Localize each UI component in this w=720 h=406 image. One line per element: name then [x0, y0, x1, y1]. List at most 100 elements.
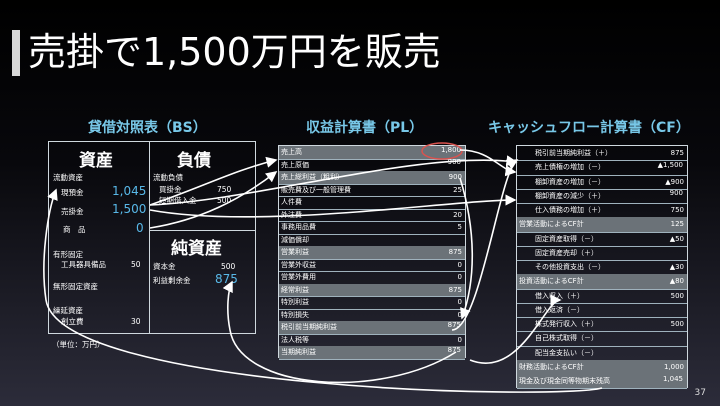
pl-row: 税引前当期純利益 875	[279, 321, 465, 335]
pl-row-label: 人件費	[281, 198, 302, 207]
pl-row: 当期純利益 875	[279, 346, 465, 360]
cf-row: 投資活動によるCF計 ▲80	[517, 274, 687, 290]
title-accent-bar	[12, 30, 20, 76]
pl-row-label: 特別利益	[281, 298, 309, 307]
cf-row-label: 固定資産取得（－）	[535, 234, 598, 243]
pl-row: 営業外収益 0	[279, 259, 465, 272]
cf-row: 自己株式取得（－）	[517, 331, 687, 347]
bs-founding-label: 創立費	[61, 317, 84, 326]
bs-goods-value: 0	[136, 221, 144, 235]
pl-row-label: 法人税等	[281, 335, 309, 344]
cf-row-label: 自己株式取得（－）	[535, 334, 598, 343]
pl-row: 売上総利益（粗利）900	[279, 171, 465, 185]
pl-row-value: 5	[457, 223, 462, 232]
bs-cash-value: 1,045	[112, 184, 147, 198]
arrow-down-pl	[459, 177, 474, 320]
cf-row: 株式発行収入（＋） 500	[517, 317, 687, 333]
pl-row-value: 0	[457, 260, 462, 269]
pl-row-label: 外注費	[281, 210, 302, 219]
cf-row-label: 固定資産売却（＋）	[535, 248, 598, 257]
bs-assets-header: 資産	[79, 151, 113, 171]
pl-row-value: 875	[448, 248, 462, 257]
cf-row-value: ▲1,500	[657, 160, 683, 169]
sales-highlight-circle	[421, 142, 463, 160]
cf-heading: キャッシュフロー計算書（CF）	[488, 120, 690, 136]
cf-row-label: 配当金支払い（－）	[535, 348, 598, 357]
bs-liabilities-header: 負債	[177, 151, 211, 171]
bs-equipment-value: 50	[131, 260, 141, 269]
bs-payable-label: 買掛金	[159, 185, 182, 194]
bs-divider-vertical	[149, 142, 150, 333]
bs-current-assets: 流動資産	[53, 173, 83, 182]
pl-row-label: 税引前当期純利益	[281, 323, 337, 332]
pl-row: 経常利益 875	[279, 283, 465, 297]
cf-row: 売上債権の増加（－）▲1,500	[517, 160, 687, 176]
pl-row-value: 25	[453, 185, 462, 194]
pl-row-value: 900	[447, 158, 461, 167]
cf-row-value: 1,000	[663, 362, 684, 371]
bs-founding-value: 30	[131, 317, 141, 326]
pl-row-value: 875	[447, 320, 461, 329]
bs-unit-note: （単位：万円）	[52, 340, 105, 349]
pl-row: 特別利益 0	[279, 296, 465, 310]
cf-row: 税引前当期純利益（＋）875	[517, 146, 687, 162]
bs-payable-value: 750	[217, 185, 232, 194]
cf-row-label: 仕入債務の増加（＋）	[535, 206, 605, 215]
cf-row-label: 借入返済（－）	[535, 305, 584, 314]
cf-row-label: 棚卸資産の減少（＋）	[535, 191, 605, 200]
bs-deferred: 繰延資産	[53, 306, 83, 315]
cf-row-value: ▲80	[669, 277, 684, 286]
pl-row-value: 0	[457, 273, 462, 282]
cf-row-value: 900	[669, 189, 683, 198]
cf-row-value: ▲900	[665, 177, 684, 186]
cf-row: 固定資産売却（＋）	[517, 246, 687, 261]
cf-row-value: 500	[670, 320, 684, 329]
pl-row: 販売費及び一般管理費 25	[279, 184, 465, 197]
cf-row: 棚卸資産の増加（－）▲900	[517, 175, 687, 190]
cf-row: 棚卸資産の減少（＋） 900	[517, 189, 687, 204]
pl-row-label: 販売費及び一般管理費	[281, 185, 351, 194]
cf-row: 固定資産取得（－） ▲50	[517, 232, 687, 247]
cf-row-value: 500	[670, 291, 684, 300]
pl-row-label: 経常利益	[281, 285, 309, 294]
bs-receivable-label: 売掛金	[61, 207, 84, 216]
pl-row-value: 900	[448, 173, 462, 182]
pl-row-label: 営業外収益	[281, 260, 316, 269]
pl-row: 外注費 20	[279, 209, 465, 222]
pl-row-label: 事務用品費	[281, 223, 316, 232]
pl-row-label: 減価償却	[281, 235, 309, 244]
bs-cash-label: 現預金	[61, 188, 84, 197]
cf-row-label: 投資活動によるCF計	[519, 277, 584, 286]
pl-row-value: 875	[448, 285, 462, 294]
pl-row: 人件費	[279, 196, 465, 210]
cf-row-value: 125	[670, 220, 684, 229]
pl-row-value: 20	[453, 210, 462, 219]
pl-row-label: 当期純利益	[281, 348, 316, 357]
arrow-cash-to-bs	[43, 188, 603, 393]
bs-intangible: 無形固定資産	[53, 282, 98, 291]
cf-row-label: 現金及び現金同等物期末残高	[519, 377, 610, 386]
arrow-pretax-to-cf	[451, 159, 519, 331]
pl-row: 営業利益 875	[279, 246, 465, 260]
bs-table: 資産 負債 流動資産 現預金 1,045 売掛金 1,500 商 品 0 有形固…	[48, 141, 256, 334]
cf-row-label: 税引前当期純利益（＋）	[535, 149, 612, 158]
cf-row-value: ▲50	[669, 234, 684, 243]
cf-row: 借入返済（－）	[517, 303, 687, 318]
bs-net-assets-header: 純資産	[171, 239, 222, 259]
bs-divider-horizontal	[149, 230, 255, 231]
pl-row-label: 特別損失	[281, 310, 309, 319]
pl-row-value: 875	[447, 345, 461, 354]
pl-row-label: 売上高	[281, 148, 302, 157]
bs-capital-value: 500	[221, 262, 236, 271]
pl-row-label: 営業外費用	[281, 273, 316, 282]
bs-short-loan-value: 500	[217, 196, 232, 205]
bs-receivable-value: 1,500	[112, 202, 147, 216]
arrow-goods-to-cf	[149, 194, 517, 218]
arrow-netincome-to-retained	[222, 280, 457, 384]
cf-row-label: 株式発行収入（＋）	[535, 320, 598, 329]
arrow-receivable-to-cf	[149, 155, 518, 206]
pl-row-value: 0	[457, 298, 462, 307]
pl-row-label: 営業利益	[281, 248, 309, 257]
